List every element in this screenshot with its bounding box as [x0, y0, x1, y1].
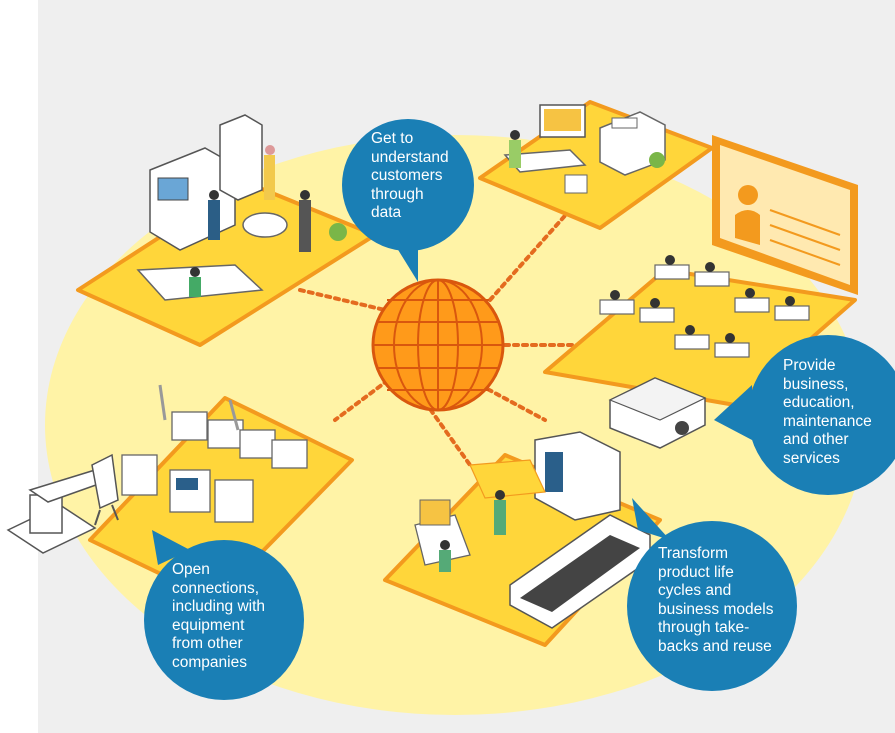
robot-arm-icon — [6, 453, 119, 554]
connector-office — [298, 288, 387, 312]
bubble-customers-text: Get to understand customers through data — [371, 130, 449, 221]
globe-icon — [371, 278, 505, 412]
bubble-services-text: Provide business, education, maintenance… — [783, 357, 872, 467]
teacher-screen-icon — [712, 135, 858, 295]
office-scene — [76, 114, 377, 347]
bubble-customers — [342, 119, 474, 282]
bubble-lifecycle — [627, 498, 797, 691]
textile-printing-scene — [383, 431, 662, 647]
connector-printing — [478, 383, 547, 422]
bubble-connections-text: Open connections, including with equipme… — [172, 561, 266, 671]
classroom-scene — [543, 255, 857, 407]
bubble-services — [714, 335, 895, 495]
bubble-shapes — [144, 119, 895, 700]
home-office-scene — [478, 100, 714, 230]
projector-icon — [608, 377, 707, 449]
bubble-connections — [144, 530, 304, 700]
connector-home-office — [488, 208, 572, 302]
bubble-lifecycle-text: Transform product life cycles and busine… — [658, 545, 774, 655]
